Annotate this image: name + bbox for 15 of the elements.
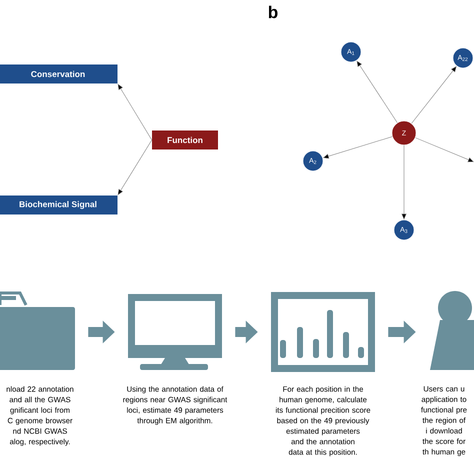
arrow (323, 136, 393, 159)
arrow (118, 84, 152, 140)
label-box: Function (152, 130, 218, 150)
arrow (415, 137, 474, 162)
person-icon (430, 291, 474, 370)
label-box: Biochemical Signal (0, 196, 118, 214)
arrow (411, 66, 457, 124)
folder-icon (0, 292, 75, 370)
monitor-icon (128, 294, 222, 370)
label-box: Conservation (0, 64, 118, 84)
arrow (118, 140, 152, 195)
panel-letter: b (268, 6, 278, 18)
bar-chart-icon (271, 292, 375, 372)
arrow (356, 60, 398, 123)
arrow (402, 145, 406, 220)
